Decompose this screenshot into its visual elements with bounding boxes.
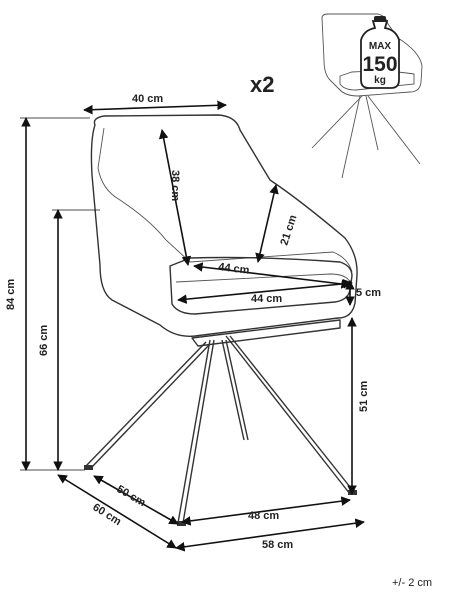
- thumb-leg-1: [341, 95, 361, 179]
- chair-backrest: [90, 114, 358, 337]
- leg-front-left-2: [182, 339, 215, 524]
- thumb-leg-3: [365, 95, 379, 151]
- badge-value: 150: [362, 53, 397, 76]
- dim-total-height: 84 cm: [5, 279, 17, 310]
- leg-back-left: [84, 341, 207, 468]
- weight-capacity-thumbnail: MAX 150 kg: [311, 13, 423, 179]
- dim-seat-height: 51 cm: [358, 381, 370, 412]
- thumb-chair-back: [321, 13, 423, 97]
- chair-backrest-inner: [97, 127, 353, 273]
- badge-unit: kg: [374, 75, 386, 86]
- dim-arm-height: 66 cm: [38, 325, 50, 356]
- weight-icon: [360, 20, 400, 89]
- leg-front-right: [225, 335, 351, 495]
- dim-seat-width-top: 40 cm: [132, 93, 163, 105]
- leg-back-left-2: [90, 343, 211, 469]
- dim-backrest-height: 38 cm: [169, 170, 181, 201]
- foot-back-left: [84, 465, 93, 470]
- thumb-leg-2: [311, 95, 363, 149]
- thumb-leg-4: [367, 95, 421, 165]
- dim-seat-depth-inner: 44 cm: [218, 261, 251, 277]
- leg-front-right-2: [229, 335, 355, 493]
- weight-icon-handle: [374, 16, 386, 22]
- dim-armrest-height: 21 cm: [278, 213, 299, 247]
- chair-illustration: [84, 114, 358, 526]
- dim-base-depth: 50 cm: [115, 483, 148, 509]
- dim-base-width: 48 cm: [248, 510, 279, 522]
- leg-back-right-2: [225, 339, 249, 441]
- dim-seat-width: 44 cm: [251, 293, 282, 305]
- leg-front-left: [177, 339, 211, 524]
- dim-cushion-thickness: 5 cm: [356, 287, 381, 299]
- tolerance-note: +/- 2 cm: [392, 577, 432, 589]
- quantity-label: x2: [250, 72, 274, 97]
- seat-base: [191, 319, 341, 347]
- badge-max: MAX: [369, 41, 392, 52]
- dimension-arrows: [20, 100, 365, 552]
- dim-total-width: 58 cm: [262, 539, 293, 551]
- leg-back-right: [221, 339, 245, 441]
